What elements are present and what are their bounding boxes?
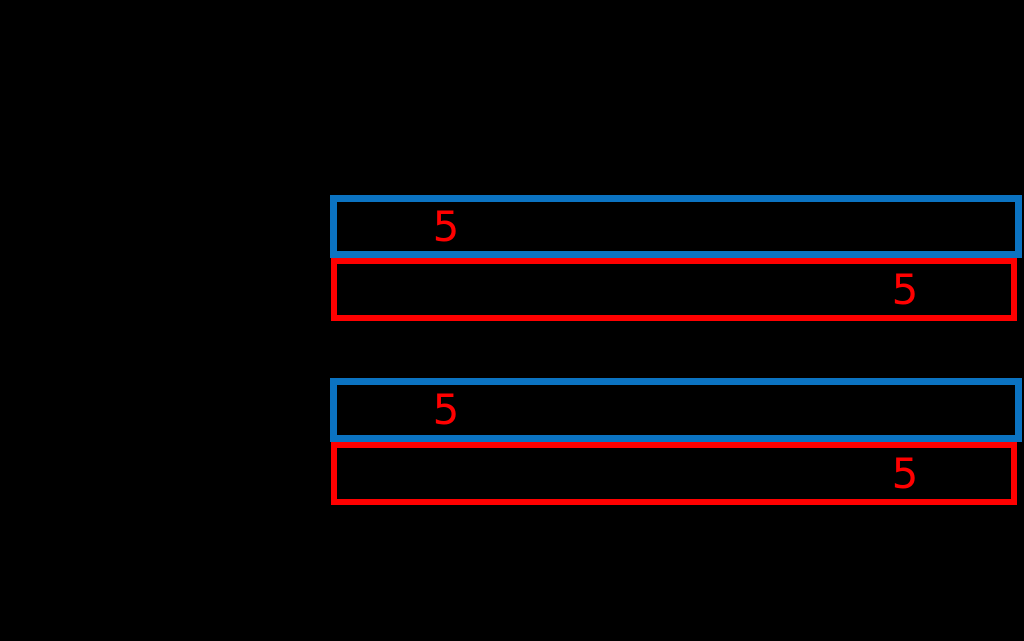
bar-value-label: 5 — [891, 448, 919, 498]
bar-group2-red: 5 — [331, 442, 1017, 505]
bar-value-label: 5 — [432, 385, 460, 434]
bar-group1-red: 5 — [331, 258, 1017, 321]
bar-value-label: 5 — [432, 201, 460, 251]
bar-group1-blue: 5 — [330, 195, 1022, 258]
bar-group2-blue: 5 — [330, 378, 1022, 442]
bar-value-label: 5 — [891, 264, 919, 314]
